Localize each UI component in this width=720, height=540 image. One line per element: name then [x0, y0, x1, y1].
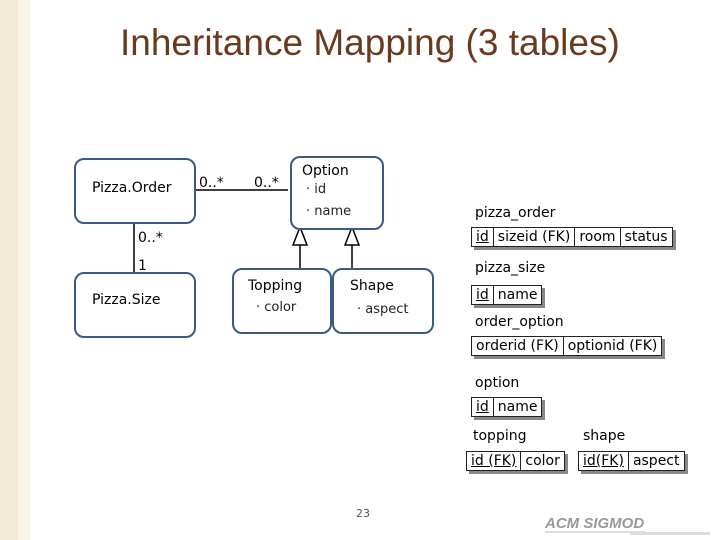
table-shape-name: shape [583, 428, 626, 444]
table-order-option-name: order_option [475, 314, 564, 330]
uml-class-shape-attr-aspect: · aspect [357, 302, 409, 317]
uml-class-option-name: Option [302, 163, 349, 179]
multiplicity-order-size-bottom: 1 [138, 258, 147, 274]
slide-title: Inheritance Mapping (3 tables) [120, 22, 620, 63]
table-option-name: option [475, 375, 520, 391]
uml-class-topping [232, 268, 332, 334]
table-pizza-order: id sizeid (FK) room status [471, 227, 673, 247]
multiplicity-order-option-right: 0..* [254, 175, 279, 191]
table-shape-col-id: id(FK) [579, 452, 629, 470]
decorative-side-band-inner [18, 0, 30, 540]
table-pizza-size-col-id: id [472, 286, 494, 304]
uml-class-option [290, 156, 384, 230]
uml-class-pizza-size [74, 272, 196, 338]
uml-class-pizza-order-name: Pizza.Order [92, 180, 172, 196]
table-topping-col-color: color [525, 453, 560, 469]
table-pizza-order-col-sizeid: sizeid (FK) [494, 228, 576, 246]
table-pizza-order-col-status: status [624, 229, 668, 245]
table-pizza-size: id name [471, 285, 543, 305]
acm-sigmod-logo: ACM SIGMOD [544, 515, 710, 535]
table-topping-col-id: id (FK) [467, 452, 522, 470]
svg-text:ACM SIGMOD: ACM SIGMOD [544, 515, 644, 532]
table-shape: id(FK) aspect [578, 451, 685, 471]
table-option-col-name: name [497, 399, 538, 415]
uml-class-pizza-size-name: Pizza.Size [92, 292, 161, 308]
table-pizza-order-name: pizza_order [475, 205, 556, 221]
uml-class-shape [332, 268, 434, 334]
page-number: 23 [356, 507, 370, 520]
table-pizza-order-col-room: room [575, 228, 621, 246]
uml-class-option-attr-id: · id [306, 182, 327, 197]
multiplicity-order-option-left: 0..* [199, 175, 224, 191]
multiplicity-order-size-top: 0..* [138, 230, 163, 246]
table-topping: id (FK) color [466, 451, 565, 471]
uml-class-pizza-order [74, 158, 196, 224]
table-pizza-size-name: pizza_size [475, 260, 546, 276]
table-topping-name: topping [473, 428, 527, 444]
table-pizza-size-col-name: name [497, 287, 538, 303]
uml-class-shape-name: Shape [350, 278, 394, 294]
table-order-option-col-orderid: orderid (FK) [472, 337, 564, 355]
table-order-option-col-optionid: optionid (FK) [567, 338, 658, 354]
uml-class-topping-attr-color: · color [256, 300, 297, 315]
table-pizza-order-col-id: id [472, 228, 494, 246]
uml-class-topping-name: Topping [248, 278, 303, 294]
table-shape-col-aspect: aspect [632, 453, 680, 469]
table-order-option: orderid (FK) optionid (FK) [471, 336, 663, 356]
table-option-col-id: id [472, 398, 494, 416]
table-option: id name [471, 397, 543, 417]
uml-class-option-attr-name: · name [306, 204, 352, 219]
